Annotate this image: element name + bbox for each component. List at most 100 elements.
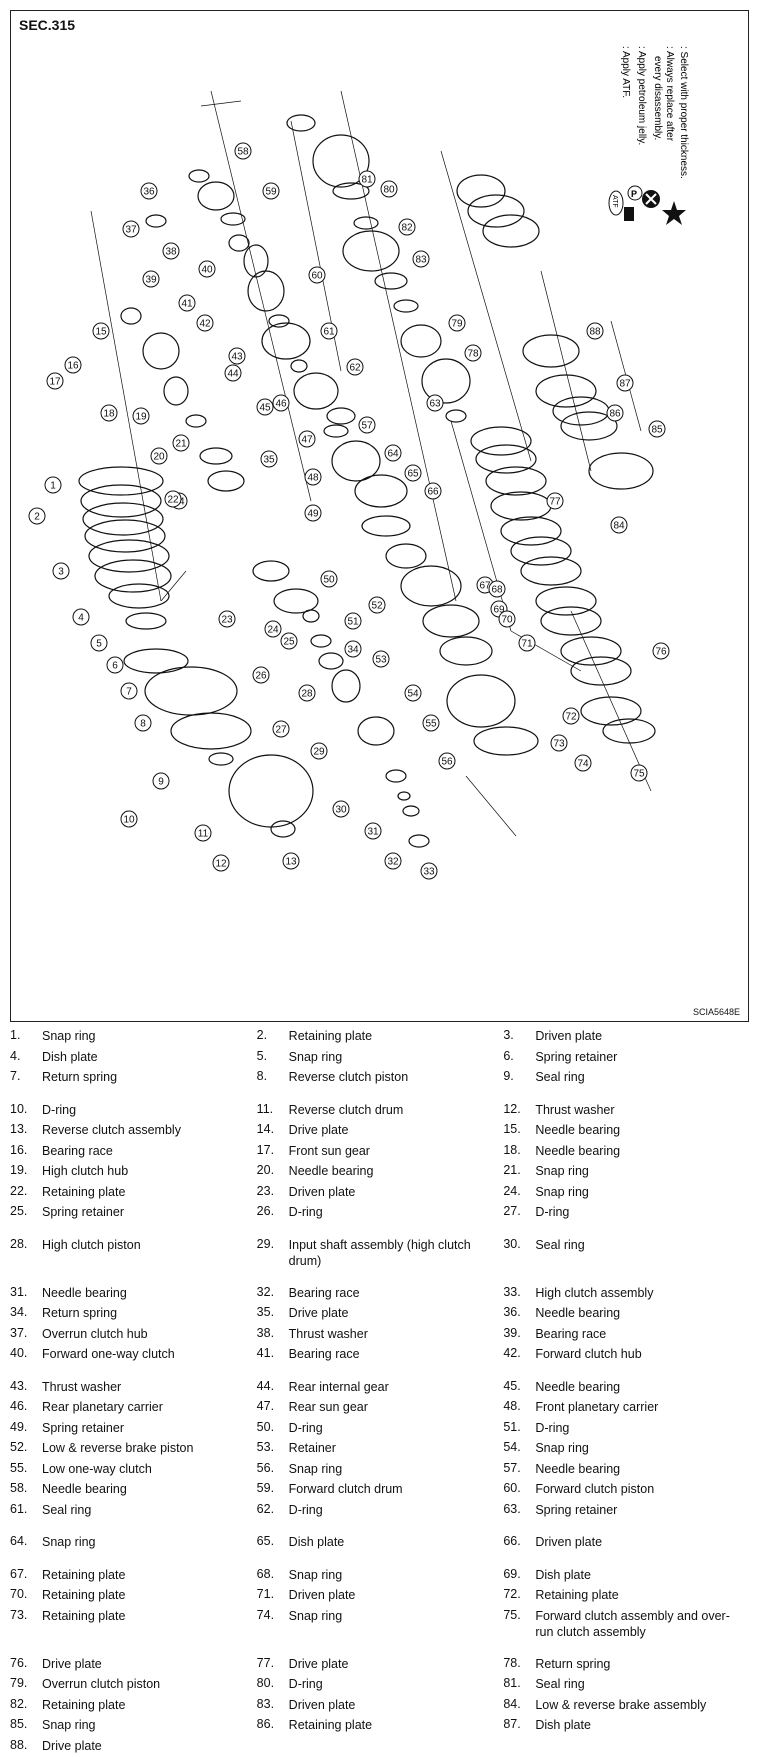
part-entry: 76.Drive plate xyxy=(10,1656,257,1672)
part-entry: 16.Bearing race xyxy=(10,1143,257,1159)
callout-58: 58 xyxy=(235,143,251,159)
part-name: Forward one-way clutch xyxy=(42,1346,247,1362)
part-entry: 19.High clutch hub xyxy=(10,1163,257,1179)
part-entry: 34.Return spring xyxy=(10,1305,257,1321)
part-name: Front planetary carrier xyxy=(535,1399,740,1415)
callout-number: 36 xyxy=(143,187,155,198)
callout-number: 40 xyxy=(201,265,213,276)
guide-line xyxy=(441,151,531,461)
part-entry: 15.Needle bearing xyxy=(503,1122,750,1138)
callout-number: 82 xyxy=(401,223,413,234)
callout-1: 1 xyxy=(45,477,61,493)
part-entry: 12.Thrust washer xyxy=(503,1102,750,1118)
part-drawing xyxy=(248,271,284,311)
callout-73: 73 xyxy=(551,735,567,751)
part-entry: 44.Rear internal gear xyxy=(257,1379,504,1395)
part-number: 29. xyxy=(257,1237,289,1269)
callout-79: 79 xyxy=(449,315,465,331)
callout-number: 85 xyxy=(651,425,663,436)
callout-64: 64 xyxy=(385,445,401,461)
part-name: Overrun clutch hub xyxy=(42,1326,247,1342)
callout-number: 78 xyxy=(467,349,479,360)
part-entry: 79.Overrun clutch piston xyxy=(10,1676,257,1692)
part-entry: 29.Input shaft assembly (high clutch dru… xyxy=(257,1237,504,1269)
part-drawing xyxy=(457,175,505,207)
part-number: 22. xyxy=(10,1184,42,1200)
callout-number: 39 xyxy=(145,275,157,286)
part-drawing xyxy=(274,589,318,613)
part-name: Needle bearing xyxy=(535,1305,740,1321)
callout-55: 55 xyxy=(423,715,439,731)
part-drawing xyxy=(401,325,441,357)
part-drawing xyxy=(386,770,406,782)
part-number: 49. xyxy=(10,1420,42,1436)
part-drawing xyxy=(536,375,596,407)
callout-number: 11 xyxy=(198,829,209,840)
part-number: 58. xyxy=(10,1481,42,1497)
callout-22: 22 xyxy=(165,491,181,507)
part-drawing xyxy=(200,448,232,464)
part-entry: 1.Snap ring xyxy=(10,1028,257,1044)
part-name: Bearing race xyxy=(289,1285,494,1301)
callout-number: 24 xyxy=(267,625,279,636)
callout-74: 74 xyxy=(575,755,591,771)
part-name: Snap ring xyxy=(535,1163,740,1179)
guide-line xyxy=(201,101,241,106)
part-drawing xyxy=(229,235,249,251)
part-number: 25. xyxy=(10,1204,42,1220)
guide-line xyxy=(91,211,161,601)
callout-number: 4 xyxy=(78,613,84,624)
callout-82: 82 xyxy=(399,219,415,235)
part-number: 20. xyxy=(257,1163,289,1179)
callout-38: 38 xyxy=(163,243,179,259)
part-entry: 88.Drive plate xyxy=(10,1738,257,1754)
callout-number: 49 xyxy=(307,509,319,520)
part-entry: 22.Retaining plate xyxy=(10,1184,257,1200)
part-name: D-ring xyxy=(289,1502,494,1518)
callout-3: 3 xyxy=(53,563,69,579)
part-name: Needle bearing xyxy=(42,1285,247,1301)
part-drawing xyxy=(145,667,237,715)
part-number: 48. xyxy=(503,1399,535,1415)
part-drawing xyxy=(440,637,492,665)
part-number: 78. xyxy=(503,1656,535,1672)
part-drawing xyxy=(189,170,209,182)
part-drawing xyxy=(121,308,141,324)
callout-number: 65 xyxy=(407,469,419,480)
callout-44: 44 xyxy=(225,365,241,381)
part-number: 64. xyxy=(10,1534,42,1550)
part-number: 70. xyxy=(10,1587,42,1603)
callout-19: 19 xyxy=(133,408,149,424)
callout-83: 83 xyxy=(413,251,429,267)
part-entry: 23.Driven plate xyxy=(257,1184,504,1200)
callout-number: 52 xyxy=(371,601,383,612)
part-entry: 60.Forward clutch piston xyxy=(503,1481,750,1497)
part-number: 42. xyxy=(503,1346,535,1362)
part-drawing xyxy=(423,605,479,637)
part-name: Dish plate xyxy=(289,1534,494,1550)
part-entry: 50.D-ring xyxy=(257,1420,504,1436)
part-drawing xyxy=(164,377,188,405)
part-entry: 36.Needle bearing xyxy=(503,1305,750,1321)
part-drawing xyxy=(521,557,581,585)
callout-78: 78 xyxy=(465,345,481,361)
exploded-diagram: 1234567891011121314151617181920212223242… xyxy=(10,10,749,1022)
callout-30: 30 xyxy=(333,801,349,817)
part-drawing xyxy=(403,806,419,816)
part-number: 47. xyxy=(257,1399,289,1415)
part-number: 55. xyxy=(10,1461,42,1477)
part-entry: 28.High clutch piston xyxy=(10,1237,257,1253)
part-entry: 25.Spring retainer xyxy=(10,1204,257,1220)
part-drawing xyxy=(354,217,378,229)
callout-number: 56 xyxy=(441,757,453,768)
part-entry: 71.Driven plate xyxy=(257,1587,504,1603)
part-drawing xyxy=(571,657,631,685)
